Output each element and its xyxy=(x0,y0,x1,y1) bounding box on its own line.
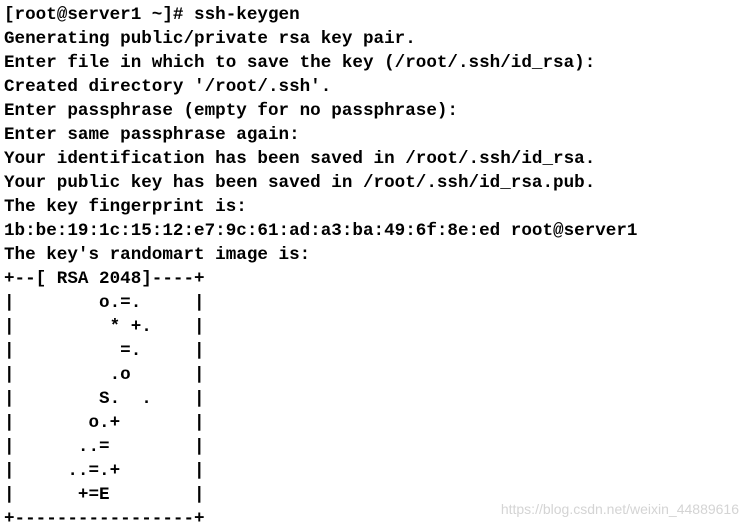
terminal-line: Enter file in which to save the key (/ro… xyxy=(4,53,596,73)
terminal-output[interactable]: [root@server1 ~]# ssh-keygen Generating … xyxy=(4,3,744,529)
randomart-line: +-----------------+ xyxy=(4,509,205,529)
terminal-line-prompt: [root@server1 ~]# ssh-keygen xyxy=(4,5,300,25)
randomart-line: | .o | xyxy=(4,365,205,385)
randomart-line: | ..=.+ | xyxy=(4,461,205,481)
terminal-line: The key fingerprint is: xyxy=(4,197,247,217)
randomart-line: | +=E | xyxy=(4,485,205,505)
terminal-line: Created directory '/root/.ssh'. xyxy=(4,77,332,97)
randomart-line: +--[ RSA 2048]----+ xyxy=(4,269,205,289)
terminal-line: Enter passphrase (empty for no passphras… xyxy=(4,101,458,121)
randomart-line: | * +. | xyxy=(4,317,205,337)
terminal-line: Your public key has been saved in /root/… xyxy=(4,173,596,193)
randomart-line: | ..= | xyxy=(4,437,205,457)
terminal-line: The key's randomart image is: xyxy=(4,245,311,265)
terminal-line-fingerprint: 1b:be:19:1c:15:12:e7:9c:61:ad:a3:ba:49:6… xyxy=(4,221,638,241)
terminal-line: Enter same passphrase again: xyxy=(4,125,300,145)
terminal-line: Your identification has been saved in /r… xyxy=(4,149,596,169)
randomart-line: | S. . | xyxy=(4,389,205,409)
terminal-line: Generating public/private rsa key pair. xyxy=(4,29,416,49)
randomart-line: | =. | xyxy=(4,341,205,361)
watermark: https://blog.csdn.net/weixin_44889616 xyxy=(500,501,739,517)
randomart-line: | o.+ | xyxy=(4,413,205,433)
randomart-line: | o.=. | xyxy=(4,293,205,313)
